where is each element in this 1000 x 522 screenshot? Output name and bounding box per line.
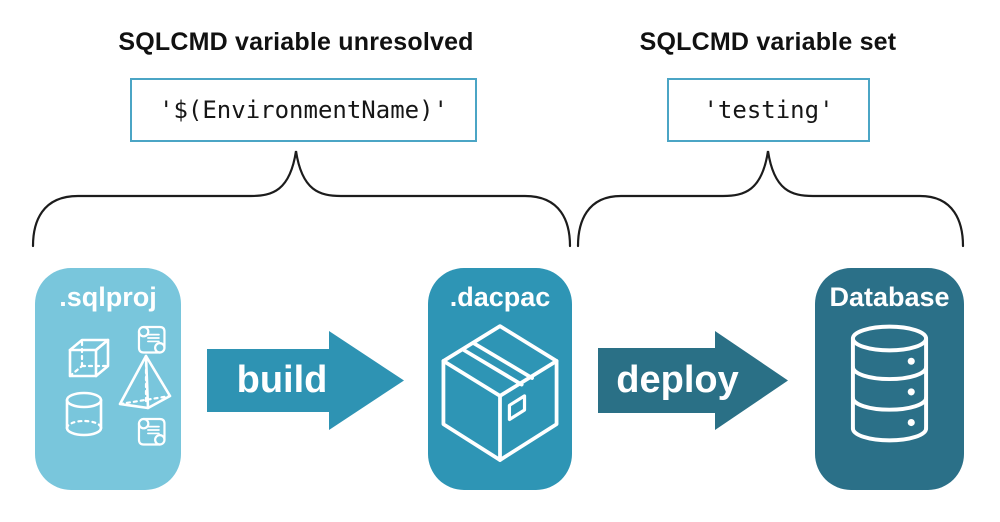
cylinder-icon: [65, 391, 103, 437]
right-group-title: SQLCMD variable set: [639, 28, 897, 56]
right-brace: [576, 150, 965, 248]
build-arrow: [207, 331, 404, 430]
resolved-variable-code-box: 'testing': [667, 78, 870, 142]
braces-layer: [31, 150, 965, 248]
dacpac-label: .dacpac: [449, 282, 551, 312]
scroll-icon: [137, 417, 166, 446]
deploy-arrow-label: deploy: [616, 358, 739, 401]
cube-icon: [68, 338, 110, 378]
database-node: Database: [815, 268, 964, 490]
sqlproj-node: .sqlproj: [35, 268, 181, 490]
deploy-arrow: [598, 331, 788, 430]
pyramid-icon: [118, 354, 172, 410]
unresolved-variable-code: '$(EnvironmentName)': [159, 96, 448, 124]
build-arrow-label: build: [236, 358, 328, 401]
resolved-variable-code: 'testing': [703, 96, 834, 124]
database-label: Database: [829, 282, 950, 312]
unresolved-variable-code-box: '$(EnvironmentName)': [130, 78, 477, 142]
sqlproj-icons: [65, 325, 172, 446]
dacpac-node: .dacpac: [428, 268, 572, 490]
package-box-icon: [441, 324, 559, 462]
left-group-title: SQLCMD variable unresolved: [118, 28, 474, 56]
left-brace: [31, 150, 572, 248]
sqlproj-label: .sqlproj: [59, 282, 157, 312]
scroll-icon: [137, 325, 166, 354]
database-icon: [850, 324, 929, 443]
